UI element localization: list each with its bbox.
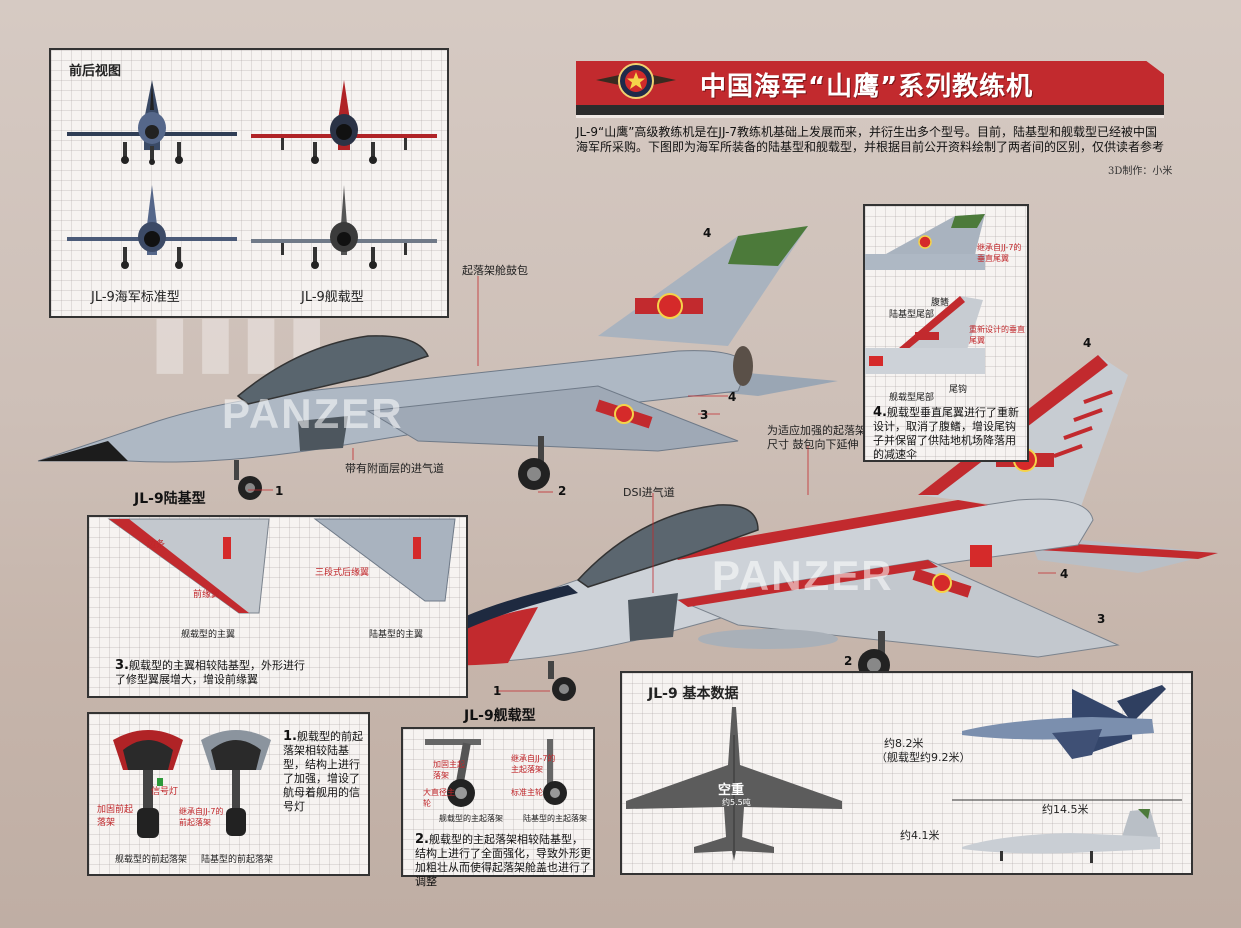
label-carrier-wing: 舰载型的主翼 bbox=[181, 630, 236, 640]
land-wing-view bbox=[313, 518, 456, 602]
label-inherited-main-gear: 继承自JJ-7的主起落架 bbox=[511, 754, 556, 774]
tail-note-num: 4. bbox=[873, 405, 887, 420]
label-slat: 前缘翼 bbox=[193, 590, 221, 600]
callout-boundary-intake: 带有附面层的进气道 bbox=[345, 462, 444, 475]
label-tail-hook: 尾钩 bbox=[949, 385, 968, 395]
label-redesigned-fin: 重新设计的垂直尾翼 bbox=[969, 325, 1025, 345]
main-gear-panel: 加固主起落架 继承自JJ-7的主起落架 大直径主轮 标准主轮 舰载型的主起落架 … bbox=[401, 727, 595, 888]
side-view-carrier bbox=[962, 809, 1160, 863]
land-main-gear bbox=[543, 739, 567, 805]
label-inherited-nose-gear: 继承自JJ-7的前起落架 bbox=[179, 807, 224, 827]
callout-dsi-intake: DSI进气道 bbox=[623, 486, 675, 499]
span-carrier-value: （舰载型约9.2米） bbox=[876, 751, 971, 764]
empty-weight-label: 空重 bbox=[718, 783, 745, 798]
navy-emblem-icon bbox=[596, 63, 676, 99]
data-panel-title: JL-9 基本数据 bbox=[648, 686, 739, 702]
front-view-carrier bbox=[251, 185, 437, 269]
carrier-num-4b: 4 bbox=[1083, 336, 1092, 350]
height-value: 约4.1米 bbox=[900, 829, 940, 842]
carrier-jet bbox=[337, 355, 1218, 701]
carrier-num-4a: 4 bbox=[1060, 567, 1069, 581]
title-banner-stripe bbox=[576, 105, 1164, 115]
land-based-jet bbox=[37, 226, 838, 500]
title-banner bbox=[576, 61, 1164, 105]
length-value: 约14.5米 bbox=[1042, 803, 1089, 816]
label-land-wing: 陆基型的主翼 bbox=[369, 630, 424, 640]
data-panel: JL-9 基本数据 空重 约5.5吨 约8.2米 （舰载型约9.2米） 约14.… bbox=[620, 671, 1193, 875]
callout-gear-bulge: 起落架舱鼓包 bbox=[462, 264, 528, 277]
land-tail-view bbox=[865, 214, 985, 270]
land-num-1: 1 bbox=[275, 484, 284, 498]
carrier-num-1: 1 bbox=[493, 684, 502, 698]
wing-note-num: 3. bbox=[115, 658, 129, 673]
label-carrier-main-gear: 舰载型的主起落架 bbox=[439, 814, 503, 823]
wing-panel: 边条 前缘翼 三段式后缘翼 舰载型的主翼 陆基型的主翼 3.舰载型的主翼相较陆基… bbox=[87, 515, 468, 698]
rear-view-carrier bbox=[251, 80, 437, 164]
label-carrier-nose-gear: 舰载型的前起落架 bbox=[115, 855, 188, 865]
carrier-nose-gear bbox=[113, 730, 183, 838]
rear-view-standard bbox=[67, 185, 237, 269]
callout-gear-extend-2: 尺寸 鼓包向下延伸 bbox=[767, 438, 859, 451]
front-view-standard bbox=[67, 80, 237, 165]
main-gear-note-text: 舰载型的主起落架相较陆基型，结构上进行了全面强化，导致外形更加粗壮从而使得起落架… bbox=[415, 833, 591, 888]
label-large-wheel: 大直径主轮 bbox=[423, 788, 455, 808]
nose-gear-note-num: 1. bbox=[283, 729, 297, 744]
watermark-carrier: PANZER bbox=[712, 552, 894, 599]
page-title: 中国海军“山鹰”系列教练机 bbox=[700, 72, 1034, 102]
nose-gear-note-text: 舰载型的前起落架相较陆基型，结构上进行了加强，增设了航母着舰用的信号灯 bbox=[283, 730, 363, 813]
main-gear-note-num: 2. bbox=[415, 832, 429, 847]
label-land-main-gear: 陆基型的主起落架 bbox=[523, 814, 587, 823]
intro-text: JL-9“山鹰”高级教练机是在JJ-7教练机基础上发展而来，并衍生出多个型号。目… bbox=[576, 125, 1165, 154]
wing-note: 3.舰载型的主翼相较陆基型，外形进行了修型翼展增大，增设前缘翼 bbox=[115, 659, 305, 687]
land-based-label: JL-9陆基型 bbox=[134, 491, 206, 507]
label-ventral-fin: 腹鳍 bbox=[931, 298, 950, 308]
label-carrier-model: JL-9舰载型 bbox=[301, 290, 364, 305]
tail-panel: 继承自JJ-7的垂直尾翼 腹鳍 陆基型尾部 重新设计的垂直尾翼 尾钩 舰载型尾部… bbox=[863, 204, 1029, 462]
span-value: 约8.2米 bbox=[884, 737, 924, 750]
label-reinforced-main-gear: 加固主起落架 bbox=[433, 760, 465, 780]
empty-weight-value: 约5.5吨 bbox=[722, 798, 751, 807]
land-num-3: 3 bbox=[700, 408, 709, 422]
side-view-land bbox=[962, 685, 1166, 759]
tail-note: 4.舰载型垂直尾翼进行了重新设计，取消了腹鳍，增设尾钩子并保留了供陆地机场降落用… bbox=[873, 406, 1025, 462]
label-three-piece-flap: 三段式后缘翼 bbox=[315, 568, 370, 578]
carrier-num-2: 2 bbox=[844, 654, 853, 668]
length-dimension bbox=[952, 799, 1182, 801]
label-carrier-tail: 舰载型尾部 bbox=[889, 393, 935, 403]
views-panel: 前后视图 JL-9海军标准型 JL-9舰载型 bbox=[49, 48, 449, 318]
carrier-wing-view bbox=[107, 518, 270, 614]
credit-text: 3D制作：小米 bbox=[1108, 166, 1173, 177]
carrier-main-gear bbox=[425, 739, 481, 807]
carrier-num-3: 3 bbox=[1097, 612, 1106, 626]
tail-note-text: 舰载型垂直尾翼进行了重新设计，取消了腹鳍，增设尾钩子并保留了供陆地机场降落用的减… bbox=[873, 406, 1019, 461]
carrier-label: JL-9舰载型 bbox=[464, 708, 536, 724]
top-view-silhouette bbox=[626, 707, 842, 861]
wing-note-text: 舰载型的主翼相较陆基型，外形进行了修型翼展增大，增设前缘翼 bbox=[115, 659, 305, 686]
land-num-4b: 4 bbox=[703, 226, 712, 240]
main-gear-note: 2.舰载型的主起落架相较陆基型，结构上进行了全面强化，导致外形更加粗壮从而使得起… bbox=[415, 833, 591, 889]
nose-gear-panel: 信号灯 加固前起落架 继承自JJ-7的前起落架 舰载型的前起落架 陆基型的前起落… bbox=[87, 712, 370, 876]
label-strake: 边条 bbox=[147, 540, 166, 550]
carrier-tail-view bbox=[865, 296, 985, 374]
label-land-nose-gear: 陆基型的前起落架 bbox=[201, 855, 274, 865]
label-land-tail: 陆基型尾部 bbox=[889, 310, 935, 320]
land-num-2: 2 bbox=[558, 484, 567, 498]
title-banner-stripe-white bbox=[576, 115, 1164, 118]
nose-gear-note: 1.舰载型的前起落架相较陆基型，结构上进行了加强，增设了航母着舰用的信号灯 bbox=[283, 730, 365, 814]
label-inherited-fin: 继承自JJ-7的垂直尾翼 bbox=[977, 243, 1022, 263]
label-standard-model: JL-9海军标准型 bbox=[91, 290, 180, 305]
land-nose-gear bbox=[201, 730, 271, 836]
land-num-4a: 4 bbox=[728, 390, 737, 404]
label-reinforced-nose-gear: 加固前起落架 bbox=[97, 805, 134, 828]
callout-gear-extend-1: 为适应加强的起落架 bbox=[767, 424, 866, 437]
label-standard-wheel: 标准主轮 bbox=[511, 788, 543, 797]
label-signal-light: 信号灯 bbox=[151, 787, 179, 797]
views-panel-title: 前后视图 bbox=[69, 64, 122, 79]
watermark-land: PANZER bbox=[222, 390, 404, 437]
